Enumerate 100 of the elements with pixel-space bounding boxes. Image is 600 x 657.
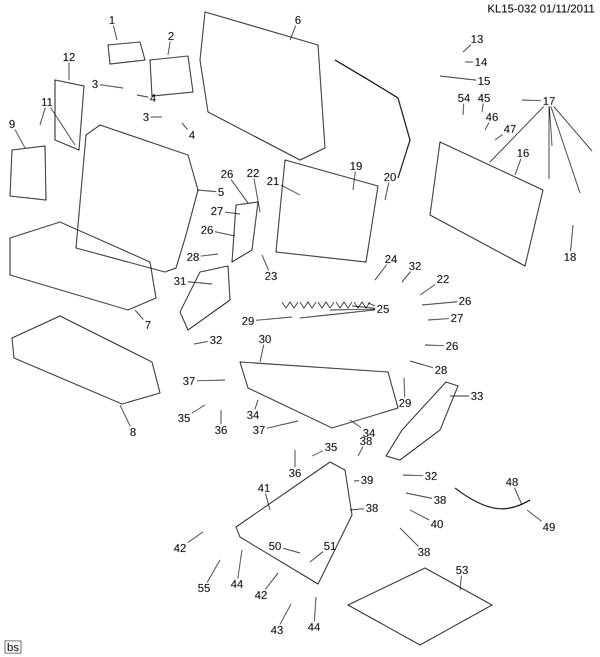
callout-number: 23: [265, 272, 277, 280]
leader-line: [424, 344, 444, 346]
callout-number: 20: [384, 173, 396, 181]
leader-line: [484, 122, 490, 130]
callout-number: 5: [218, 188, 224, 196]
leader-line: [440, 76, 476, 80]
leader-line: [490, 106, 544, 162]
callout-number: 41: [258, 484, 270, 492]
callout-number: 32: [425, 472, 437, 480]
callout-number: 4: [189, 131, 195, 139]
leader-line: [330, 308, 376, 310]
callout-number: 38: [366, 504, 378, 512]
callout-number: 31: [174, 277, 186, 285]
callout-number: 17: [544, 97, 555, 105]
leader-line: [150, 116, 162, 118]
callout-number: 35: [178, 414, 190, 422]
callout-number: 1: [110, 16, 115, 24]
callout-number: 3: [143, 113, 149, 121]
callout-number: 22: [437, 275, 449, 283]
callout-number: 24: [385, 255, 397, 263]
callout-number: 28: [435, 366, 447, 374]
callout-number: 7: [145, 321, 151, 329]
leader-line: [494, 134, 503, 140]
callout-number: 29: [242, 317, 254, 325]
leader-line: [548, 106, 550, 180]
leader-line: [266, 420, 298, 429]
leader-line: [462, 44, 472, 52]
callout-number: 49: [542, 523, 555, 532]
leader-line: [374, 264, 388, 280]
leader-line: [482, 103, 484, 112]
leader-line: [113, 25, 118, 40]
leader-line: [553, 106, 592, 152]
callout-number: 26: [201, 226, 213, 234]
callout-number: 22: [247, 169, 259, 177]
callout-number: 42: [254, 591, 267, 599]
leader-line: [188, 281, 212, 284]
leader-line: [420, 284, 436, 296]
callout-number: 15: [478, 77, 490, 85]
leader-line: [514, 158, 522, 176]
callout-number: 47: [504, 125, 516, 133]
leader-line: [410, 510, 430, 520]
leader-line: [168, 41, 170, 56]
leader-line: [358, 446, 364, 456]
leader-line: [290, 25, 296, 40]
leader-line: [368, 302, 376, 306]
leader-line: [264, 572, 278, 590]
callout-number: 36: [289, 469, 301, 477]
leader-line: [300, 310, 376, 318]
leader-line: [404, 378, 406, 398]
leader-line: [428, 318, 450, 320]
callout-number: 55: [198, 584, 210, 592]
leader-line: [312, 450, 324, 456]
leader-line: [460, 575, 462, 590]
leader-line: [99, 84, 124, 88]
leader-line: [354, 480, 360, 482]
leader-line: [549, 106, 552, 146]
leader-line: [350, 508, 364, 510]
callout-number: 43: [270, 626, 283, 634]
leader-line: [260, 344, 264, 362]
callout-number: 18: [564, 253, 576, 261]
callout-number: 51: [324, 542, 336, 550]
callout-number: 40: [430, 520, 443, 528]
callout-number: 27: [451, 314, 463, 322]
leader-line: [402, 271, 411, 282]
leader-line: [402, 474, 424, 476]
callout-number: 26: [446, 342, 458, 350]
callout-number: 32: [409, 262, 421, 270]
callout-number: 26: [459, 297, 471, 305]
leader-line: [134, 310, 144, 320]
callout-number: 53: [456, 566, 468, 574]
leader-line: [280, 184, 300, 196]
leader-line: [352, 306, 376, 309]
callout-number: 21: [267, 177, 279, 185]
leader-line: [206, 560, 220, 583]
leader-line: [14, 129, 26, 148]
callout-number: 48: [506, 478, 518, 486]
leader-line: [462, 103, 464, 116]
callout-number: 34: [247, 411, 259, 419]
callout-number: 38: [434, 496, 446, 504]
callout-number: 44: [308, 623, 320, 631]
leader-line: [196, 380, 226, 382]
callout-number: 36: [215, 426, 227, 434]
leader-line: [237, 550, 242, 579]
leader-line: [192, 404, 206, 414]
leader-line: [310, 551, 324, 562]
leader-line: [68, 62, 70, 80]
leader-line: [550, 106, 580, 194]
callout-number: 34: [363, 429, 375, 437]
callout-number: 44: [230, 580, 243, 588]
leader-line: [188, 532, 204, 543]
leader-line: [194, 341, 208, 344]
drawing-number: KL15-032 01/11/2011: [488, 4, 594, 13]
leader-line: [265, 493, 270, 510]
callout-number: 42: [174, 544, 186, 552]
leader-line: [262, 254, 269, 271]
leader-line: [422, 301, 458, 306]
tag-box: bs: [4, 640, 22, 654]
leader-line: [522, 100, 542, 102]
callout-number: 33: [471, 392, 483, 400]
leader-line: [352, 171, 356, 190]
